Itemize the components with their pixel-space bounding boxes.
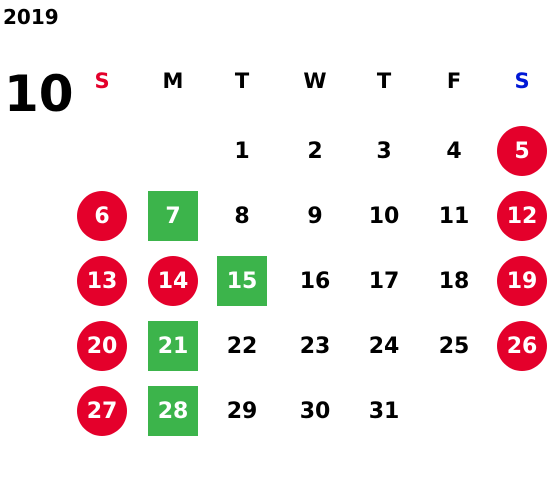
weekday-header-sun: S [94, 69, 110, 93]
calendar-day[interactable]: 25 [438, 333, 470, 359]
calendar-day[interactable]: 9 [307, 203, 323, 229]
calendar-day-circled[interactable]: 5 [497, 126, 547, 176]
calendar-day[interactable]: 3 [376, 138, 392, 164]
calendar-day-highlighted[interactable]: 15 [217, 256, 267, 306]
weekday-header-sat: S [514, 69, 530, 93]
weekday-header-mon: M [162, 69, 184, 93]
calendar-day-circled[interactable]: 27 [77, 386, 127, 436]
calendar-day-highlighted[interactable]: 21 [148, 321, 198, 371]
calendar-day[interactable]: 4 [446, 138, 462, 164]
weekday-header-tue: T [234, 69, 250, 93]
calendar-day[interactable]: 23 [299, 333, 331, 359]
calendar-day-circled[interactable]: 13 [77, 256, 127, 306]
calendar-day-circled[interactable]: 20 [77, 321, 127, 371]
calendar-year: 2019 [3, 5, 59, 29]
calendar-day-highlighted[interactable]: 7 [148, 191, 198, 241]
calendar-day[interactable]: 31 [368, 398, 400, 424]
calendar-day[interactable]: 16 [299, 268, 331, 294]
calendar-day[interactable]: 22 [226, 333, 258, 359]
calendar-day[interactable]: 2 [307, 138, 323, 164]
calendar-day-circled[interactable]: 26 [497, 321, 547, 371]
calendar-day[interactable]: 1 [234, 138, 250, 164]
calendar-day-circled[interactable]: 6 [77, 191, 127, 241]
calendar-day[interactable]: 24 [368, 333, 400, 359]
weekday-header-wed: W [303, 69, 327, 93]
calendar-day-circled[interactable]: 14 [148, 256, 198, 306]
calendar-day[interactable]: 10 [368, 203, 400, 229]
calendar-day[interactable]: 18 [438, 268, 470, 294]
calendar-day[interactable]: 11 [438, 203, 470, 229]
weekday-header-fri: F [446, 69, 462, 93]
calendar-month: 10 [4, 65, 74, 123]
calendar-day[interactable]: 8 [234, 203, 250, 229]
calendar-day[interactable]: 17 [368, 268, 400, 294]
calendar-day-circled[interactable]: 12 [497, 191, 547, 241]
calendar-day-circled[interactable]: 19 [497, 256, 547, 306]
weekday-header-thu: T [376, 69, 392, 93]
calendar-day-highlighted[interactable]: 28 [148, 386, 198, 436]
calendar-day[interactable]: 29 [226, 398, 258, 424]
calendar-day[interactable]: 30 [299, 398, 331, 424]
